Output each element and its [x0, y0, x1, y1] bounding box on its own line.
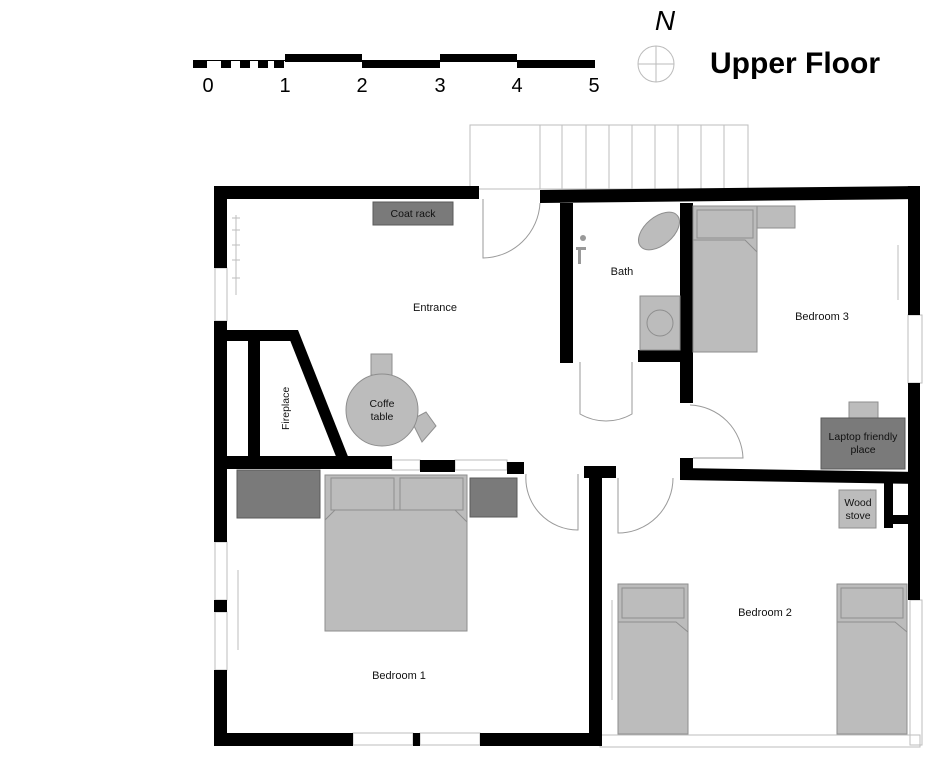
walls [214, 186, 920, 746]
shower-tap-icon [576, 235, 586, 264]
room-label-bedroom1: Bedroom 1 [372, 670, 426, 682]
room-label-entrance: Entrance [413, 302, 457, 314]
coat-rack: Coat rack [372, 201, 454, 226]
scale-label-2: 2 [356, 75, 367, 97]
bedroom1-nightstand-right [469, 477, 518, 518]
wood-stove: Wood stove [838, 489, 877, 529]
bedroom2-bed-right [836, 583, 908, 735]
plan-title: Upper Floor [710, 47, 880, 80]
bedroom3-bed [692, 205, 796, 353]
laptop-label-line2: place [850, 444, 875, 456]
coffee-table-label-line1: Coffe [370, 398, 395, 410]
bath-fixtures [576, 211, 681, 351]
wood-stove-label-line1: Wood [844, 497, 871, 509]
room-label-bath: Bath [611, 266, 634, 278]
staircase [469, 124, 749, 190]
coat-rack-label: Coat rack [391, 208, 437, 220]
bedroom1-double-bed [324, 474, 468, 632]
scale-label-1: 1 [279, 75, 290, 97]
fireplace-label: Fireplace [280, 387, 292, 430]
coffee-table: Coffe table [345, 353, 437, 447]
wood-stove-label-line2: stove [845, 510, 870, 522]
bedroom1-nightstand-left [236, 469, 321, 519]
laptop-label-line1: Laptop friendly [829, 431, 899, 443]
north-arrow: N [637, 5, 676, 83]
scale-label-3: 3 [434, 75, 445, 97]
scale-label-0: 0 [202, 75, 213, 97]
north-label: N [655, 5, 676, 36]
coffee-table-label-line2: table [371, 411, 394, 423]
room-label-bedroom3: Bedroom 3 [795, 311, 849, 323]
bedroom2-bed-left [617, 583, 689, 735]
doors [482, 199, 744, 534]
laptop-desk: Laptop friendly place [820, 401, 906, 470]
room-label-bedroom2: Bedroom 2 [738, 607, 792, 619]
scale-bar: 0 1 2 3 4 5 [193, 54, 600, 97]
scale-label-4: 4 [511, 75, 522, 97]
scale-label-5: 5 [588, 75, 599, 97]
